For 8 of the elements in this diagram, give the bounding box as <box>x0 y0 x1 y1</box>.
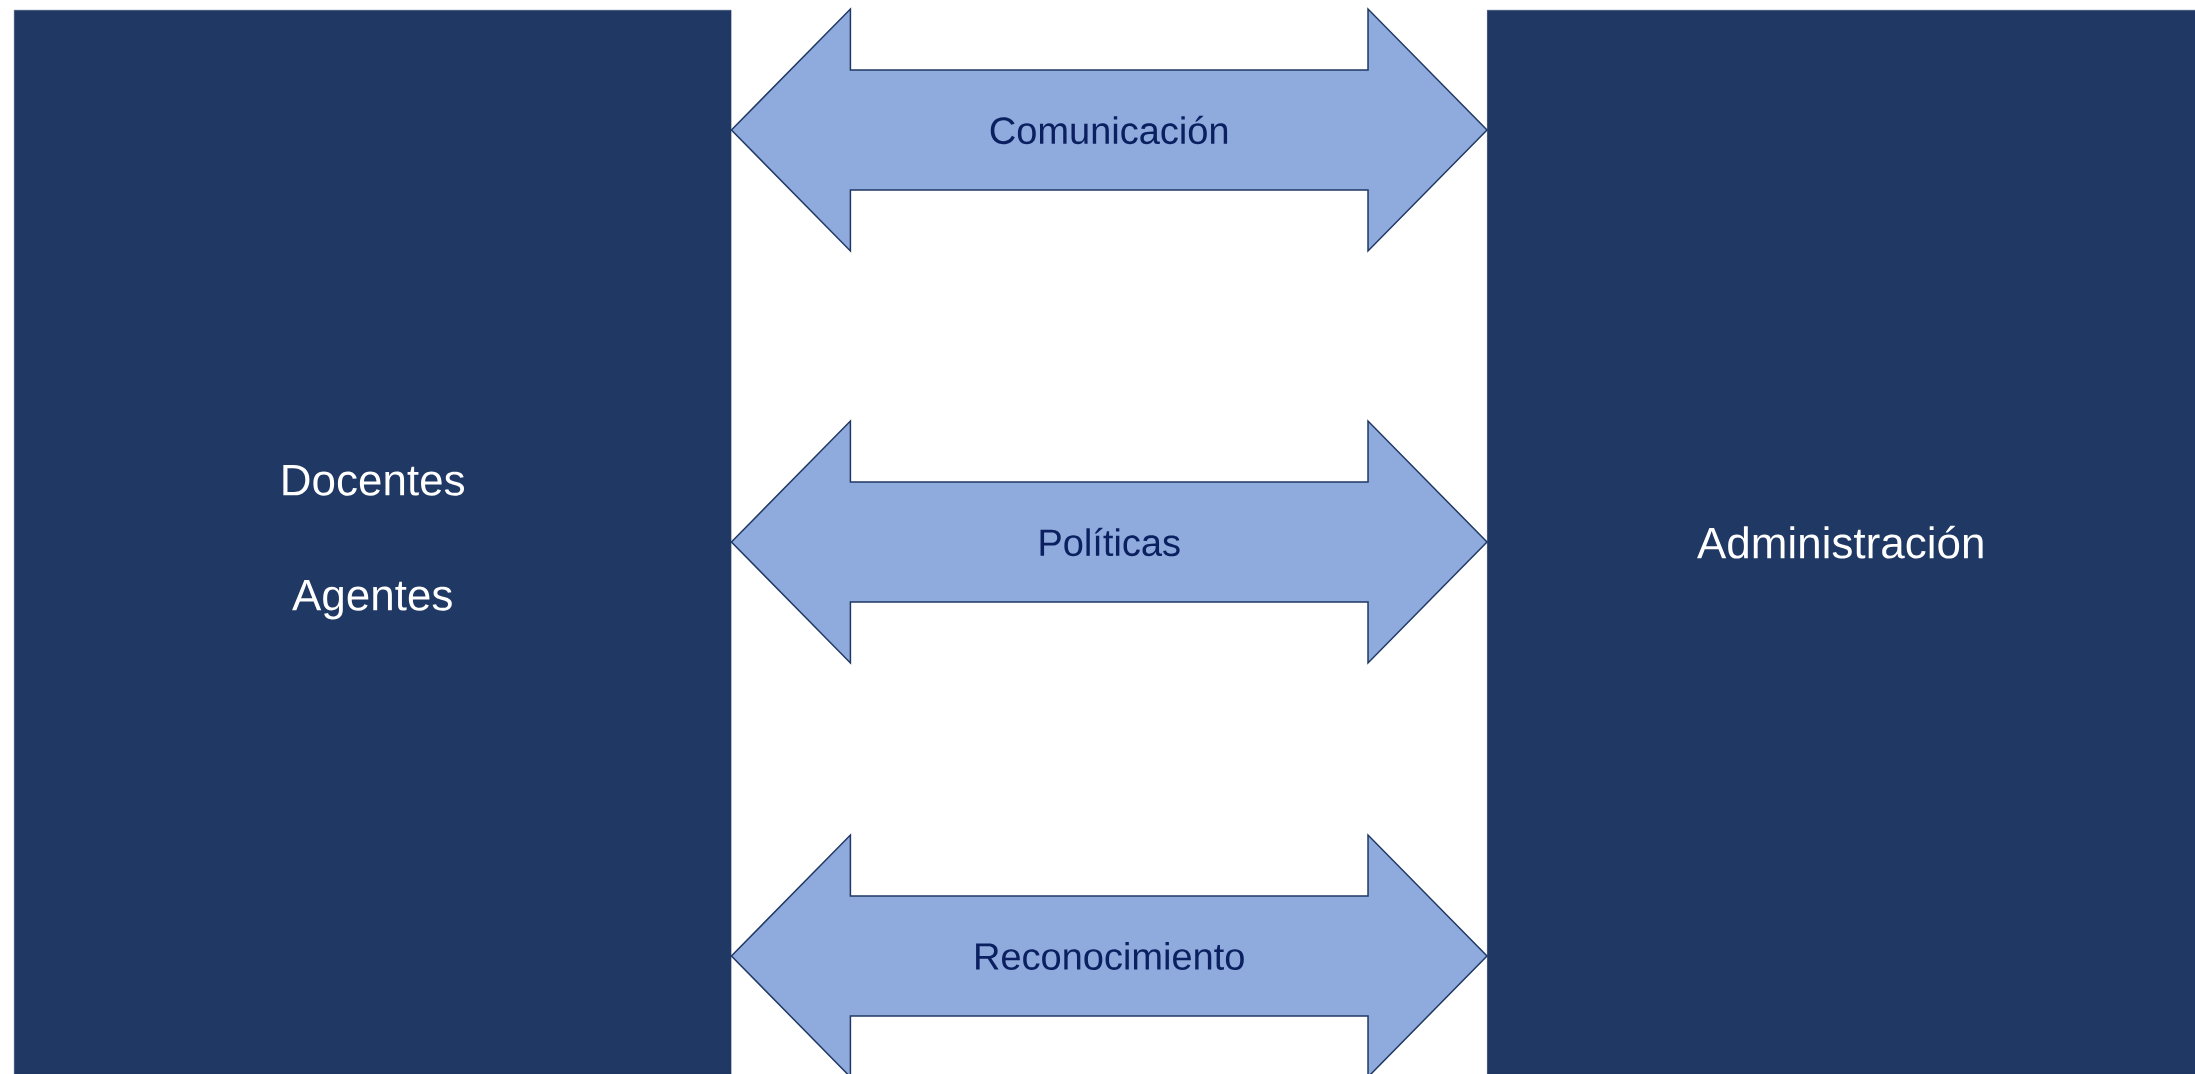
edge-label: Políticas <box>1040 527 1180 557</box>
edge-label: Comunicación <box>990 115 1228 145</box>
double-arrow <box>730 419 1489 665</box>
double-arrow <box>730 833 1489 1074</box>
panel-box: Administración <box>1487 10 2195 1074</box>
double-arrow <box>730 7 1489 253</box>
panel-box: Docentes Agentes <box>14 10 732 1074</box>
edge-label: Reconocimiento <box>976 942 1244 970</box>
